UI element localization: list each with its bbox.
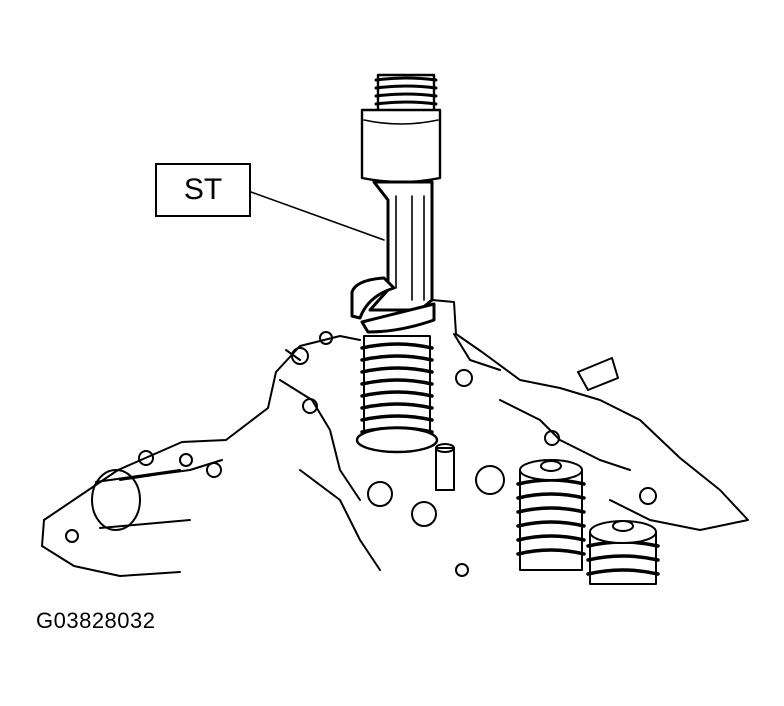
spring-retainer-right-2	[586, 520, 660, 585]
figure-id: G03828032	[36, 608, 156, 633]
callout-box-special-tool: ST	[155, 163, 251, 217]
main-valve-spring	[355, 335, 439, 454]
callout-leader-line	[250, 191, 385, 241]
valve-body-casting	[41, 299, 749, 577]
special-tool	[350, 73, 442, 334]
callout-label: ST	[183, 173, 223, 206]
spring-retainer-right-1	[516, 459, 586, 571]
